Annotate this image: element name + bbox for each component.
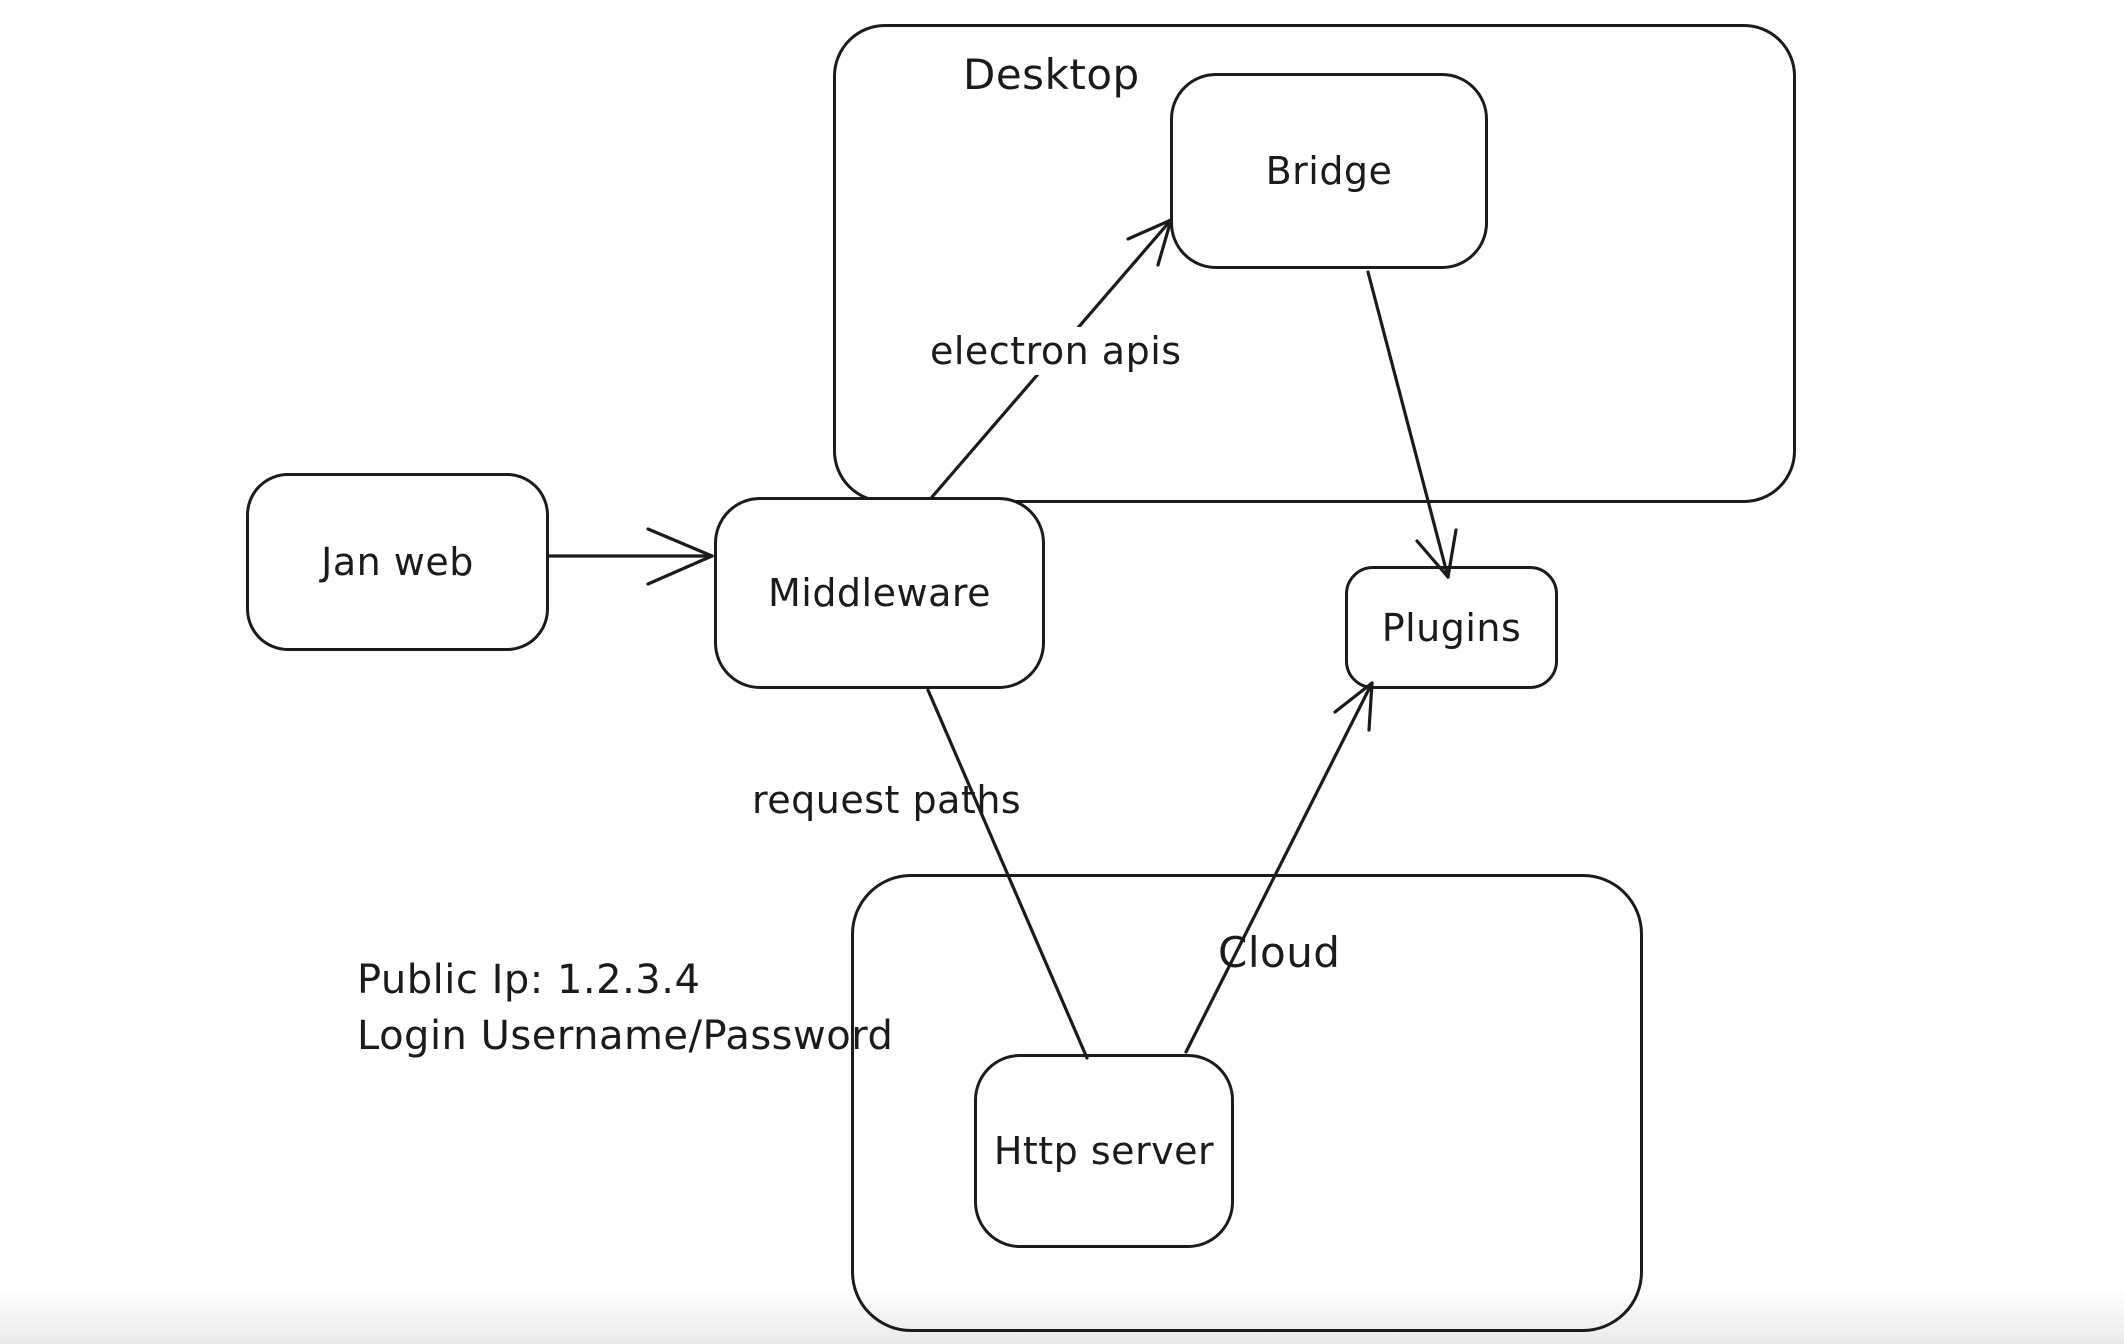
desktop-container-label[interactable]: Desktop xyxy=(963,50,1140,99)
edge-janweb-to-middleware xyxy=(547,527,714,586)
node-middleware[interactable]: Middleware xyxy=(714,497,1045,689)
node-jan-web[interactable]: Jan web xyxy=(246,473,549,651)
node-http-server[interactable]: Http server xyxy=(974,1054,1234,1248)
edge-label-electron-apis[interactable]: electron apis xyxy=(920,327,1192,375)
node-bridge[interactable]: Bridge xyxy=(1170,73,1488,269)
login-line: Login Username/Password xyxy=(357,1013,894,1059)
public-ip-annotation[interactable]: Public Ip: 1.2.3.4 Login Username/Passwo… xyxy=(357,952,893,1064)
node-jan-web-label: Jan web xyxy=(321,540,474,584)
cloud-container-label[interactable]: Cloud xyxy=(1218,928,1341,977)
node-http-server-label: Http server xyxy=(993,1129,1215,1173)
public-ip-line: Public Ip: 1.2.3.4 xyxy=(357,957,701,1003)
edge-label-request-paths[interactable]: request paths xyxy=(752,778,1022,822)
node-middleware-label: Middleware xyxy=(767,571,992,615)
node-bridge-label: Bridge xyxy=(1265,149,1393,193)
bottom-fade-gradient xyxy=(0,1288,2124,1344)
node-plugins[interactable]: Plugins xyxy=(1345,566,1558,689)
desktop-container[interactable] xyxy=(833,24,1796,503)
node-plugins-label: Plugins xyxy=(1381,605,1522,650)
